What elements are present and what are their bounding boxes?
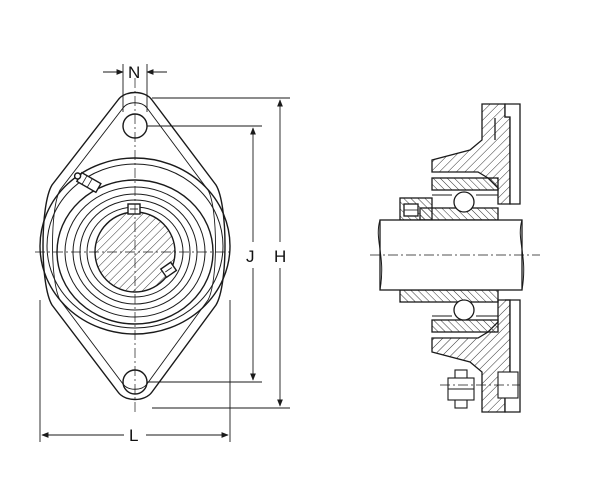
set-screw-side [159,261,178,279]
dimension-label-h: H [274,247,286,266]
upper-flange-back [504,103,521,205]
dimension-label-l: L [129,426,138,445]
upper-outer-ring [431,177,499,191]
front-dimensions [39,64,290,442]
lower-outer-ring [431,319,499,333]
dimension-label-n: N [128,63,140,82]
lower-ball [453,299,475,321]
flange-outline [42,91,226,401]
lower-inner-ring [399,289,499,303]
front-centerlines [35,78,232,412]
front-view [35,78,232,412]
dimension-label-j: J [246,247,255,266]
shaft-break-left [377,219,383,291]
side-section-view [370,103,540,413]
shaft-break-right [519,219,525,291]
grease-nipple [73,171,102,194]
upper-ball [453,191,475,213]
side-centerlines [370,254,540,386]
mounting-bolt [447,369,519,409]
